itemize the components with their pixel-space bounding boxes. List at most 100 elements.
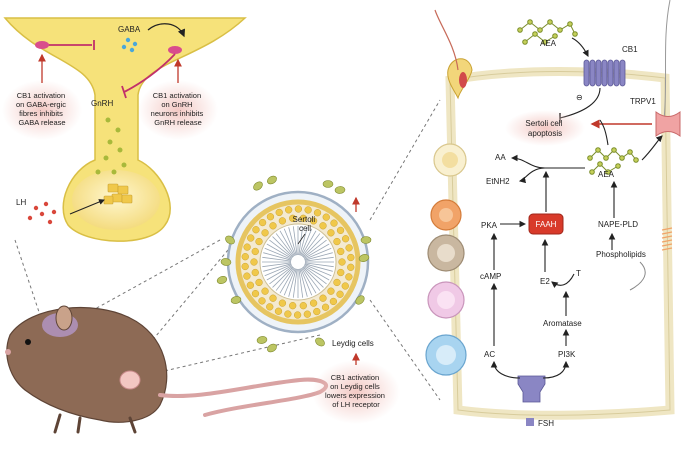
gaba-fibre-terminal [35,41,49,49]
phospholipid-membrane-stripe [661,227,673,251]
germ-cell [329,297,338,306]
etnh2-label: EtNH2 [486,177,510,186]
gnrh-vesicles [95,117,127,175]
germ-cell [258,218,267,227]
faah-box [528,213,564,235]
germ-cell [269,222,277,230]
sperm-tail [269,239,293,259]
gnrh-neuron-panel: GABA GnRH CB1 activation on GABA-ergic f… [2,17,247,242]
germ-cell [321,303,330,311]
e2-label: E2 [540,277,550,286]
sperm-spokes [262,226,334,298]
split-to-etnh2-arrow [518,167,546,184]
mouse-ear [55,305,73,331]
germ-cell [303,310,311,318]
germ-cell [243,272,251,280]
germ-cell [241,253,249,261]
gnrh-neuron-terminal [168,46,182,54]
germ-cell [246,281,255,289]
germ-cell [252,226,260,234]
sertoli-pointer [297,233,306,245]
germ-cell [327,229,335,237]
aa-label: AA [495,153,506,162]
aea-molecule-top [517,19,578,45]
germ-cell [345,244,353,252]
ac-label: AC [484,350,495,359]
aea-to-trpv1-arrow [641,135,663,161]
leydig-note-glow [312,360,400,424]
sperm-tail [303,265,327,285]
leydig-cell [220,258,232,266]
sperm-tail [292,226,298,256]
germ-cell [261,229,269,237]
germ-cell [313,209,322,217]
germ-cell [274,307,283,315]
sperm-tail [279,230,295,257]
gnrh-note: CB1 activation on GnRH neurons inhibits … [151,91,206,127]
phospholipid-link [629,261,646,291]
spermatid-acrosome [459,72,467,88]
panel-edge-line [663,0,671,121]
aromatase-label: Aromatase [543,319,582,328]
sperm-tail [266,243,293,259]
germ-cell [294,205,303,213]
faah-label: FAAH [536,220,557,229]
gaba-note-glow [2,80,82,140]
leydig-cell [334,186,346,194]
gnrh-inhibit-bar [121,85,127,99]
sperm-tail [283,228,296,256]
sperm-tail [301,230,317,257]
germ-cell [333,237,341,246]
germ-cell [313,307,321,316]
sperm-tail [275,267,295,291]
sperm-tail [302,236,324,258]
germ-cell [304,206,312,214]
germ-cell [251,268,259,277]
germ-cell [319,222,327,230]
fsh-to-ac-arrow [490,360,521,379]
germ-cell [261,287,269,295]
leydig-cell [360,236,372,244]
fsh-receptor [517,375,546,403]
sertoli-membrane-edge [449,71,671,416]
germ-cell [275,208,283,217]
trpv1-label: TRPV1 [630,97,656,106]
germ-cell [309,299,318,307]
sperm-tail [300,268,313,296]
mouse-eye [25,339,31,345]
germ-cell [347,263,355,271]
sperm-tail [304,256,334,262]
sperm-tail [304,262,334,268]
germ-cell [345,273,353,281]
germ-cell [255,278,263,287]
leydig-cell [256,336,268,344]
germ-cell [299,214,307,222]
sperm-tail [264,247,292,260]
germ-cell [337,268,345,277]
germ-cell [309,217,318,225]
sperm-tail [272,266,294,288]
germ-cell [322,213,330,221]
sperm-tail [262,256,292,262]
gaba-molecules [121,37,138,53]
pka-label: PKA [481,221,498,230]
sperm-tail [275,233,295,257]
cb1-label: CB1 [622,45,638,54]
germ-cell [243,243,251,251]
sperm-tail [303,239,327,259]
sperm-tail [298,268,304,298]
t-label: T [576,269,581,278]
apoptosis-label: Sertoli cell apoptosis [525,119,564,138]
germ-cell [289,302,297,310]
sperm-tail [263,252,292,261]
sperm-tail [266,265,293,281]
gnrh-neuron-fibre [123,53,176,93]
sperm-tail [302,266,324,288]
germ-cell-column [425,143,467,376]
aea-mid-label: AEA [598,170,615,179]
sperm-tail [264,264,292,277]
mouse-testis-highlight [119,370,141,390]
leydig-cell [315,337,325,347]
nape-pld-label: NAPE-PLD [598,220,638,229]
pi3k-label: PI3K [558,350,576,359]
